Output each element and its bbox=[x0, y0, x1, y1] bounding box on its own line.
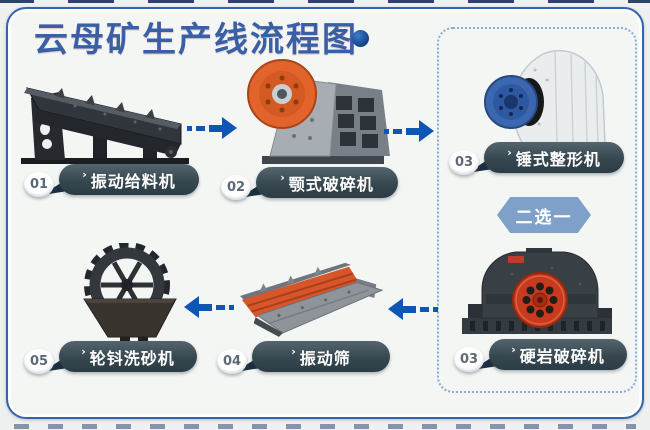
top-cutoff-strip bbox=[0, 0, 650, 3]
arrow-dot bbox=[187, 125, 192, 131]
arrow-dot bbox=[433, 306, 438, 312]
arrow-screen-to-washer bbox=[184, 295, 234, 319]
jaw-crusher-image bbox=[247, 59, 390, 164]
step-label-pill: › 锤式整形机 bbox=[484, 142, 624, 173]
step-label-pill: › 振动筛 bbox=[252, 341, 390, 372]
chevron-icon: › bbox=[291, 345, 297, 358]
step-number-badge: 03 bbox=[454, 347, 484, 372]
arrow-head-icon bbox=[406, 120, 434, 142]
step-label-pill: › 振动给料机 bbox=[59, 164, 199, 195]
step-03-hammer-shaping-machine: 03 › 锤式整形机 bbox=[449, 142, 624, 175]
step-label-text: 振动筛 bbox=[299, 348, 351, 368]
hard-rock-crusher-image bbox=[462, 248, 612, 334]
step-number-badge: 03 bbox=[449, 150, 479, 175]
wheel-sand-washer-image bbox=[83, 243, 177, 342]
step-02-jaw-crusher: 02 › 颚式破碎机 bbox=[221, 167, 398, 200]
arrow-head-icon bbox=[184, 296, 212, 318]
chevron-icon: › bbox=[507, 146, 513, 159]
step-number-badge: 05 bbox=[24, 349, 54, 374]
step-03-hard-rock-crusher: 03 › 硬岩破碎机 bbox=[454, 339, 627, 372]
step-label-text: 硬岩破碎机 bbox=[519, 346, 605, 366]
two-options-dashed-box bbox=[437, 27, 637, 393]
vibrating-feeder-image bbox=[21, 87, 189, 164]
arrow-dash bbox=[216, 304, 225, 310]
choose-one-of-two-badge: 二选一 bbox=[497, 197, 591, 233]
arrow-dot bbox=[229, 304, 234, 310]
step-label-text: 振动给料机 bbox=[90, 171, 176, 191]
chevron-icon: › bbox=[511, 343, 517, 356]
step-label-pill: › 轮钭洗砂机 bbox=[59, 341, 197, 372]
arrow-jaw-to-shaper bbox=[384, 119, 434, 143]
page-title: 云母矿生产线流程图 bbox=[34, 20, 358, 60]
step-number-badge: 04 bbox=[217, 349, 247, 374]
arrow-dot bbox=[384, 128, 389, 134]
step-number-badge: 02 bbox=[221, 175, 251, 200]
arrow-dash bbox=[196, 125, 205, 131]
step-label-pill: › 硬岩破碎机 bbox=[489, 339, 627, 370]
vibrating-screen-image bbox=[240, 262, 384, 337]
chevron-icon: › bbox=[82, 168, 88, 181]
chevron-icon: › bbox=[81, 345, 87, 358]
step-label-text: 锤式整形机 bbox=[515, 149, 601, 169]
bottom-cutoff-strip bbox=[14, 424, 636, 429]
step-01-vibrating-feeder: 01 › 振动给料机 bbox=[24, 164, 199, 197]
step-label-text: 轮钭洗砂机 bbox=[89, 348, 175, 368]
chevron-icon: › bbox=[280, 171, 286, 184]
step-label-pill: › 颚式破碎机 bbox=[256, 167, 398, 198]
step-label-text: 颚式破碎机 bbox=[288, 174, 374, 194]
arrow-dash bbox=[393, 128, 402, 134]
arrow-feeder-to-jaw bbox=[187, 116, 237, 140]
step-04-vibrating-screen: 04 › 振动筛 bbox=[217, 341, 390, 374]
hammer-shaping-machine-image bbox=[484, 49, 606, 152]
arrow-dash bbox=[420, 306, 429, 312]
arrow-head-icon bbox=[209, 117, 237, 139]
arrow-head-icon bbox=[388, 298, 416, 320]
decorative-dot-icon bbox=[352, 30, 369, 47]
step-number-badge: 01 bbox=[24, 172, 54, 197]
arrow-crusher-to-screen bbox=[388, 297, 438, 321]
step-05-wheel-sand-washer: 05 › 轮钭洗砂机 bbox=[24, 341, 197, 374]
